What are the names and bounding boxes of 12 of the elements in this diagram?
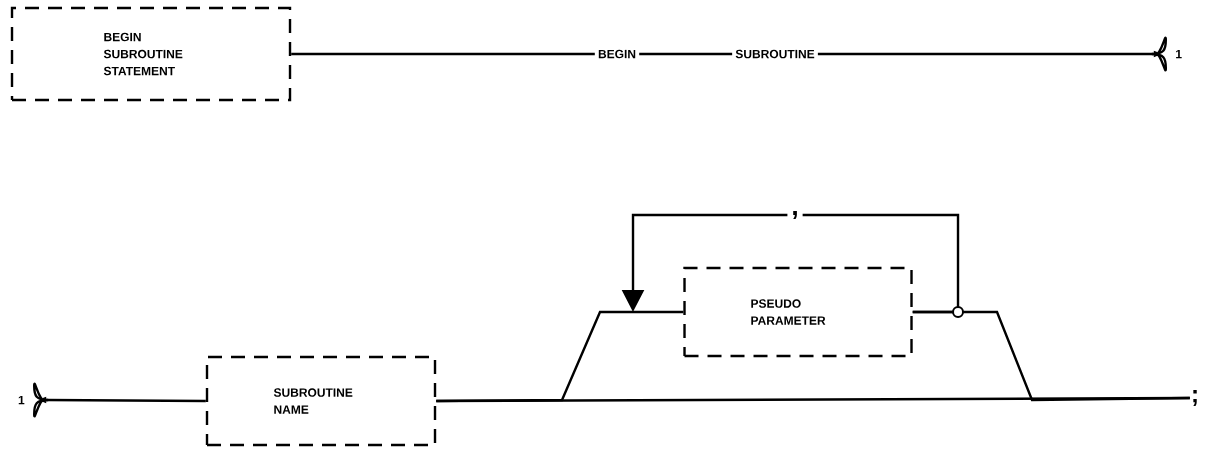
syntax-box: PSEUDO PARAMETER bbox=[683, 266, 913, 358]
syntax-box: SUBROUTINE NAME bbox=[205, 355, 437, 447]
keyword: SUBROUTINE bbox=[732, 46, 818, 62]
connector-line bbox=[291, 52, 595, 56]
keyword: BEGIN bbox=[595, 46, 639, 62]
connector-line bbox=[817, 52, 1154, 56]
terminator: ; bbox=[1193, 390, 1197, 406]
edge-label: , bbox=[787, 207, 803, 223]
connector-line bbox=[436, 396, 1190, 403]
connector-line bbox=[639, 52, 733, 56]
syntax-box: BEGIN SUBROUTINE STATEMENT bbox=[10, 6, 292, 102]
connector-line bbox=[46, 398, 206, 403]
